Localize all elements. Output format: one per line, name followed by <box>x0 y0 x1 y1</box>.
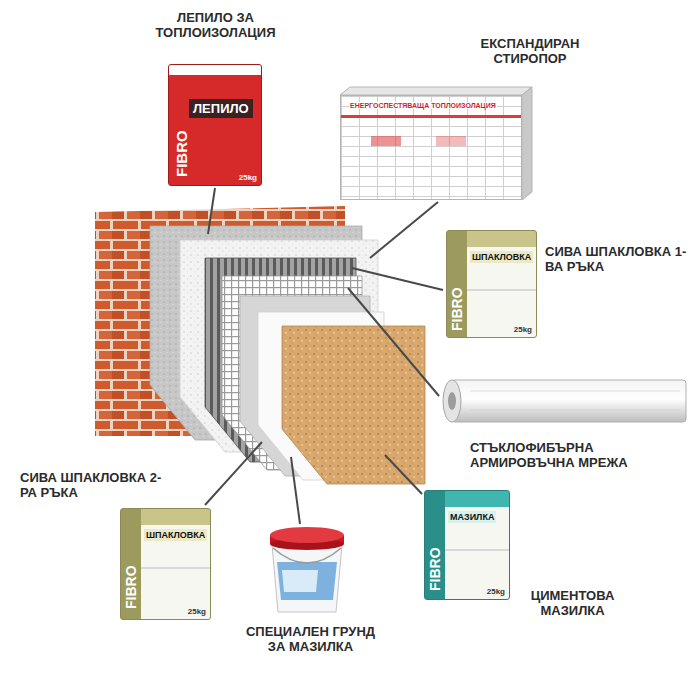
brand-name: FIBRO <box>449 287 465 331</box>
package-side <box>522 87 532 200</box>
product-name: ЛЕПИЛО <box>189 99 253 118</box>
bucket-lid-top <box>270 527 344 543</box>
mesh-roll <box>443 380 686 422</box>
weight-label: 25kg <box>188 607 206 616</box>
product-name: ШПАКЛОВКА <box>144 529 207 541</box>
leader-line <box>208 188 215 234</box>
callout-label: ЛЕПИЛО ЗА ТОПЛОИЗОЛАЦИЯ <box>148 10 283 40</box>
leader-lines <box>205 188 443 524</box>
package-title: ЕНЕРГОСПЕСТЯВАЩА ТОПЛОИЗОЛАЦИЯ <box>349 102 497 109</box>
leader-line <box>348 288 439 396</box>
plaster-layer <box>282 326 425 484</box>
roll-line <box>470 410 680 411</box>
callout-label: ЦИМЕНТОВА МАЗИЛКА <box>520 588 625 618</box>
brand-name: FIBRO <box>173 130 190 177</box>
leader-line <box>370 202 438 258</box>
plaster-bag: МАЗИЛКА FIBRO 25kg <box>424 490 510 600</box>
roll-end <box>443 380 461 422</box>
leader-line <box>205 442 262 505</box>
wall-section <box>95 206 425 484</box>
roll-core <box>448 392 456 410</box>
weight-label: 25kg <box>487 587 505 596</box>
putty-bag: ШПАКЛОВКА FIBRO 25kg <box>446 230 537 338</box>
bucket-label <box>277 562 337 600</box>
roll-line <box>470 391 680 392</box>
weight-label: 25kg <box>239 173 257 182</box>
product-name: ШПАКЛОВКА <box>470 251 533 263</box>
callout-label: ЕКСПАНДИРАН СТИРОПОР <box>470 36 590 66</box>
weight-label: 25kg <box>514 325 532 334</box>
primer-bucket <box>270 527 344 612</box>
callout-label: СИВА ШПАКЛОВКА 1-ВА РЪКА <box>545 244 693 274</box>
package-top <box>340 87 532 95</box>
bucket-body <box>272 545 342 612</box>
callout-label: СТЪКЛОФИБЪРНА АРМИРОВЪЧНА МРЕЖА <box>470 440 660 470</box>
brand-name: FIBRO <box>427 547 443 591</box>
bucket-handle <box>273 548 341 563</box>
styrofoam-package: ЕНЕРГОСПЕСТЯВАЩА ТОПЛОИЗОЛАЦИЯ <box>340 95 522 200</box>
brand-name: FIBRO <box>123 565 139 609</box>
callout-label: СИВА ШПАКЛОВКА 2-РА РЪКА <box>20 470 165 500</box>
leader-line <box>352 268 443 290</box>
bucket-label-light <box>282 570 318 592</box>
package-sides <box>340 87 532 200</box>
leader-line <box>291 457 300 524</box>
putty-bag: ШПАКЛОВКА FIBRO 25kg <box>120 508 211 620</box>
adhesive-bag: ЛЕПИЛО FIBRO 25kg <box>168 64 262 186</box>
leader-line <box>385 455 422 494</box>
product-name: МАЗИЛКА <box>448 511 496 523</box>
roll-body <box>452 380 686 422</box>
callout-label: СПЕЦИАЛЕН ГРУНД ЗА МАЗИЛКА <box>238 624 383 654</box>
